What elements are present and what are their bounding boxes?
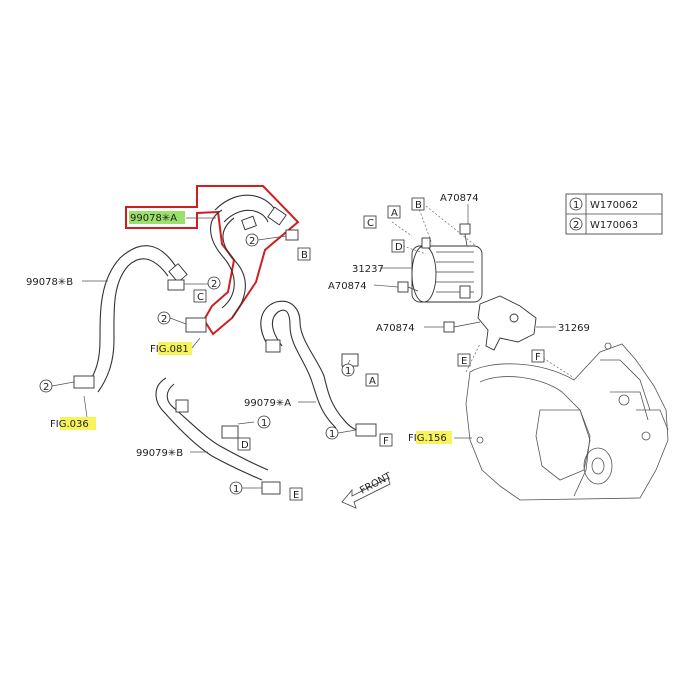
leader-line <box>191 337 201 349</box>
svg-text:2: 2 <box>161 314 167 325</box>
svg-text:E: E <box>293 490 299 501</box>
clamp <box>285 229 299 241</box>
leader-line <box>373 284 399 288</box>
ref-box-a[interactable]: A <box>365 373 379 387</box>
legend-code: W170063 <box>590 220 638 231</box>
svg-text:F: F <box>535 352 541 363</box>
circled-number-1[interactable]: 1 <box>229 481 243 495</box>
legend-num: 2 <box>573 220 579 231</box>
clamp <box>73 375 95 389</box>
bracket-hole <box>509 313 519 323</box>
label-bolt-a70874[interactable]: A70874 <box>328 281 367 292</box>
label-fig-156[interactable]: FIG.156 <box>408 433 447 444</box>
circled-number-2[interactable]: 2 <box>245 233 259 247</box>
hose-99079-a[interactable] <box>260 300 369 433</box>
ref-box-b[interactable]: B <box>297 247 311 261</box>
circled-number-1[interactable]: 1 <box>257 415 271 429</box>
ref-box-e[interactable]: E <box>457 353 471 367</box>
label-99079-b[interactable]: 99079✳B <box>136 448 183 459</box>
svg-text:C: C <box>197 292 204 303</box>
label-highlight <box>416 431 452 444</box>
leader-dashed <box>465 343 481 373</box>
svg-text:E: E <box>461 356 467 367</box>
ref-box-e[interactable]: E <box>289 487 303 501</box>
front-label: FRONT <box>358 470 394 496</box>
hose-end-fitting <box>175 399 189 413</box>
label-highlight <box>158 342 192 355</box>
selected-part-outline[interactable] <box>125 185 300 336</box>
label-highlight <box>60 417 96 430</box>
svg-text:2: 2 <box>43 382 49 393</box>
bracket-31269[interactable] <box>477 295 537 351</box>
label-31237[interactable]: 31237 <box>352 264 384 275</box>
ref-box-b[interactable]: B <box>411 197 425 211</box>
svg-text:D: D <box>395 242 403 253</box>
svg-text:1: 1 <box>329 429 335 440</box>
ref-box-c[interactable]: C <box>363 215 377 229</box>
svg-text:1: 1 <box>345 366 351 377</box>
circled-number-2[interactable]: 2 <box>39 379 53 393</box>
label-31269[interactable]: 31269 <box>558 323 590 334</box>
hose-end-fitting <box>168 263 188 283</box>
label-bolt-a70874[interactable]: A70874 <box>440 193 479 204</box>
legend-code: W170062 <box>590 200 638 211</box>
ref-box-d[interactable]: D <box>237 437 251 451</box>
ref-box-f[interactable]: F <box>379 433 393 447</box>
circled-number-2[interactable]: 2 <box>157 311 171 325</box>
hose-99079-b[interactable] <box>155 377 269 481</box>
clamp <box>221 425 239 439</box>
legend-num: 1 <box>573 200 579 211</box>
hose-99078-b[interactable] <box>87 245 179 393</box>
svg-text:D: D <box>241 440 249 451</box>
front-direction-arrow: FRONT <box>341 470 394 509</box>
svg-text:2: 2 <box>211 279 217 290</box>
legend-table: 1 W170062 2 W170063 <box>565 193 663 235</box>
label-99079-a[interactable]: 99079✳A <box>244 398 291 409</box>
leader-dashed <box>539 355 575 379</box>
hose-end-fitting <box>267 206 287 226</box>
ref-box-a[interactable]: A <box>387 205 401 219</box>
svg-text:A: A <box>369 376 376 387</box>
ref-box-f[interactable]: F <box>531 349 545 363</box>
hose-end-fitting <box>265 339 281 353</box>
bolt-a70874[interactable] <box>459 223 471 247</box>
svg-text:B: B <box>415 200 422 211</box>
label-99078-b[interactable]: 99078✳B <box>26 277 73 288</box>
label-highlight <box>129 211 185 224</box>
ref-box-c[interactable]: C <box>193 289 207 303</box>
hose-end-fitting <box>241 215 257 231</box>
svg-text:C: C <box>367 218 374 229</box>
bolt-a70874[interactable] <box>443 321 481 333</box>
circled-number-1[interactable]: 1 <box>325 426 339 440</box>
circled-number-1[interactable]: 1 <box>341 363 355 377</box>
svg-text:2: 2 <box>249 236 255 247</box>
svg-text:F: F <box>383 436 389 447</box>
oil-cooler-31237[interactable] <box>411 237 483 303</box>
label-99078-a[interactable]: 99078✳A <box>130 213 177 224</box>
transmission-housing <box>465 342 669 501</box>
label-bolt-a70874[interactable]: A70874 <box>376 323 415 334</box>
clamp <box>167 279 185 291</box>
label-fig-036[interactable]: FIG.036 <box>50 419 89 430</box>
clamp <box>185 317 207 333</box>
svg-text:1: 1 <box>233 484 239 495</box>
hose-99078-a[interactable] <box>210 194 279 319</box>
leader-dashed <box>425 205 477 247</box>
label-fig-081[interactable]: FIG.081 <box>150 344 189 355</box>
circled-number-2[interactable]: 2 <box>207 276 221 290</box>
leader-dashed <box>391 221 413 237</box>
leader-dashed <box>402 245 427 255</box>
clamp <box>355 423 377 437</box>
svg-text:B: B <box>301 250 308 261</box>
svg-text:1: 1 <box>261 418 267 429</box>
svg-text:A: A <box>391 208 398 219</box>
clamp <box>261 481 281 495</box>
leader-dashed <box>417 205 433 245</box>
ref-box-d[interactable]: D <box>391 239 405 253</box>
